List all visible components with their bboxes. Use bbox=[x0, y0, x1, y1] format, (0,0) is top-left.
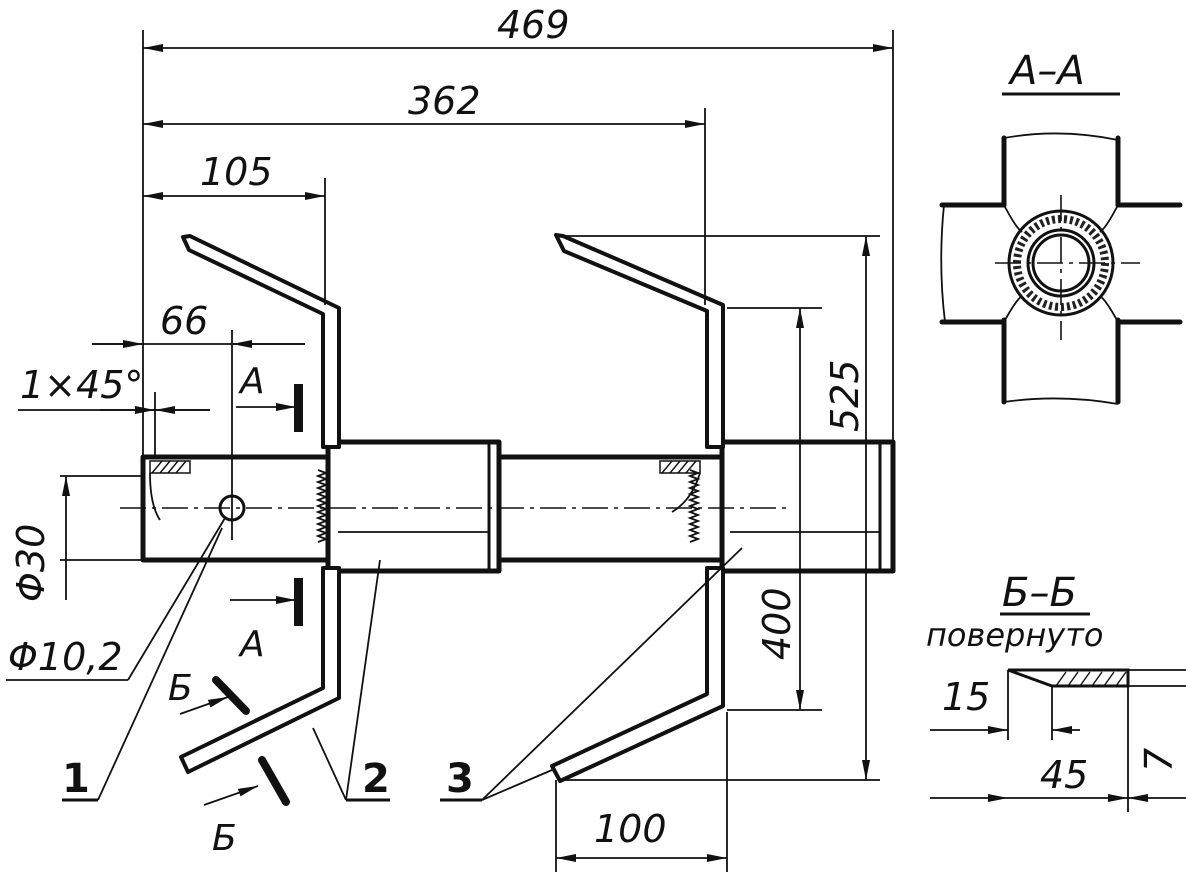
blade-left-lower bbox=[179, 566, 341, 774]
section-b-markers: Б Б bbox=[168, 668, 290, 859]
section-b-marker-bottom: Б bbox=[212, 818, 237, 859]
dim-chamfer-label: 1×45° bbox=[20, 363, 143, 407]
section-a-markers: А А bbox=[230, 361, 303, 665]
section-a-marker-top: А bbox=[238, 361, 265, 402]
section-bb: Б–Б повернуто 15 45 7 bbox=[926, 570, 1186, 812]
dim-100-label: 100 bbox=[594, 807, 667, 851]
dim-362-label: 362 bbox=[408, 79, 481, 123]
dim-362: 362 bbox=[143, 79, 706, 305]
dim-105-label: 105 bbox=[200, 150, 273, 194]
dim-phi10-label: Φ10,2 bbox=[8, 635, 123, 679]
blades-left bbox=[179, 234, 341, 774]
callout-1-label: 1 bbox=[62, 756, 90, 802]
callout-2: 2 bbox=[312, 559, 390, 802]
dim-400: 400 bbox=[727, 307, 822, 711]
blade-right-upper bbox=[554, 233, 725, 449]
hub-left bbox=[325, 439, 502, 574]
dim-525-label: 525 bbox=[823, 359, 867, 432]
dim-chamfer: 1×45° bbox=[18, 363, 210, 457]
dim-525: 525 bbox=[562, 235, 880, 781]
shaft-assembly bbox=[120, 330, 896, 574]
dim-100: 100 bbox=[555, 712, 728, 872]
blade-right-lower bbox=[550, 566, 725, 783]
section-b-marker-top: Б bbox=[168, 668, 193, 709]
section-aa: А–А bbox=[939, 48, 1183, 405]
bb-dim-45: 45 bbox=[1040, 753, 1088, 797]
dim-469: 469 bbox=[142, 3, 894, 457]
weld-middle bbox=[659, 460, 701, 513]
section-bb-title: Б–Б bbox=[1002, 570, 1077, 616]
blades-right bbox=[550, 233, 725, 783]
dim-469-label: 469 bbox=[497, 3, 570, 47]
dim-66-label: 66 bbox=[160, 299, 208, 343]
blade-left-upper bbox=[181, 234, 341, 449]
section-bb-subtitle: повернуто bbox=[926, 616, 1103, 654]
section-aa-title: А–А bbox=[1007, 48, 1085, 94]
section-a-marker-bottom: А bbox=[238, 624, 265, 665]
callout-3-label: 3 bbox=[446, 756, 474, 802]
callout-3: 3 bbox=[440, 547, 743, 802]
dim-phi10: Φ10,2 bbox=[6, 517, 226, 681]
dim-phi30: Φ30 bbox=[9, 475, 143, 602]
dim-400-label: 400 bbox=[755, 587, 799, 660]
bb-dim-7: 7 bbox=[1137, 748, 1181, 772]
hub-right bbox=[719, 439, 896, 574]
weld-left-end bbox=[149, 460, 191, 521]
callout-1: 1 bbox=[62, 527, 223, 802]
callout-2-label: 2 bbox=[362, 756, 390, 802]
dim-66: 66 bbox=[92, 299, 305, 348]
spline-marks bbox=[315, 469, 701, 543]
dim-phi30-label: Φ30 bbox=[9, 524, 53, 602]
dim-105: 105 bbox=[143, 150, 326, 305]
bb-dim-15: 15 bbox=[942, 675, 990, 719]
